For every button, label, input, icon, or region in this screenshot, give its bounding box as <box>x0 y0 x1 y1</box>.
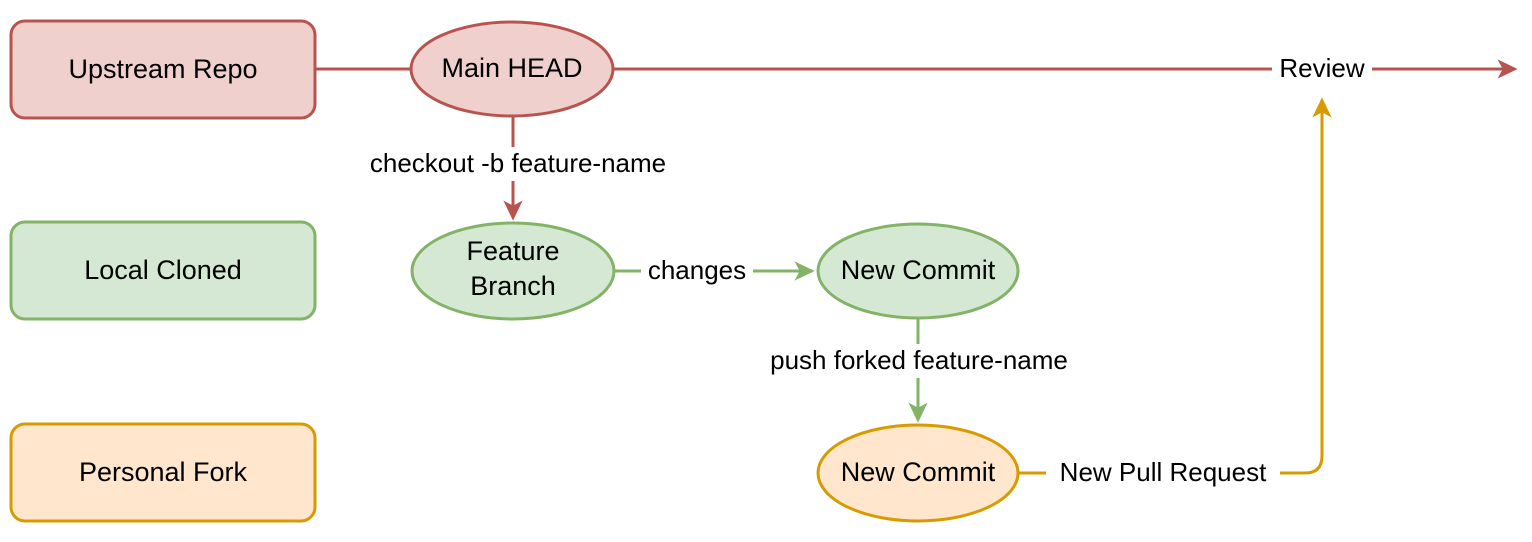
lane-box-personal-fork[interactable]: Personal Fork <box>9 422 317 523</box>
edge-label-review: Review <box>1279 53 1364 83</box>
node-new-commit-local-label: New Commit <box>841 255 996 285</box>
edge-label-push-forked: push forked feature-name <box>770 345 1068 375</box>
edge-label-new-pull-request-bg <box>1046 456 1280 490</box>
node-main-head-shape <box>409 20 615 118</box>
edge-fork-commit-to-review <box>1019 97 1332 475</box>
node-feature-branch-label-line2: Branch <box>470 271 556 301</box>
node-feature-branch-shape <box>410 221 616 321</box>
node-main-head[interactable]: Main HEAD <box>409 20 615 118</box>
lane-box-local-cloned-label: Local Cloned <box>84 255 242 285</box>
node-feature-branch[interactable]: Feature Branch <box>410 221 616 321</box>
lane-box-personal-fork-shape <box>9 422 317 523</box>
lane-box-upstream-repo-shape <box>9 19 317 120</box>
node-new-commit-local[interactable]: New Commit <box>816 222 1020 320</box>
lane-box-local-cloned[interactable]: Local Cloned <box>9 220 317 321</box>
node-new-commit-fork[interactable]: New Commit <box>816 423 1020 523</box>
node-feature-branch-label-line1: Feature <box>466 236 559 266</box>
lane-box-local-cloned-shape <box>9 220 317 321</box>
edge-label-push-forked-bg <box>752 344 1086 378</box>
node-new-commit-local-shape <box>816 222 1020 320</box>
edge-label-review-bg <box>1272 53 1372 85</box>
edge-label-changes-bg <box>641 254 753 288</box>
node-main-head-label: Main HEAD <box>441 53 582 83</box>
node-new-commit-fork-label: New Commit <box>841 457 996 487</box>
lane-box-personal-fork-label: Personal Fork <box>79 457 248 487</box>
edge-label-changes: changes <box>648 255 746 285</box>
edge-label-new-pull-request: New Pull Request <box>1060 457 1267 487</box>
lane-box-upstream-repo-label: Upstream Repo <box>68 54 257 84</box>
node-new-commit-fork-shape <box>816 423 1020 523</box>
edge-label-checkout-bg <box>352 147 684 181</box>
edge-label-checkout: checkout -b feature-name <box>370 148 666 178</box>
lane-box-upstream-repo[interactable]: Upstream Repo <box>9 19 317 120</box>
